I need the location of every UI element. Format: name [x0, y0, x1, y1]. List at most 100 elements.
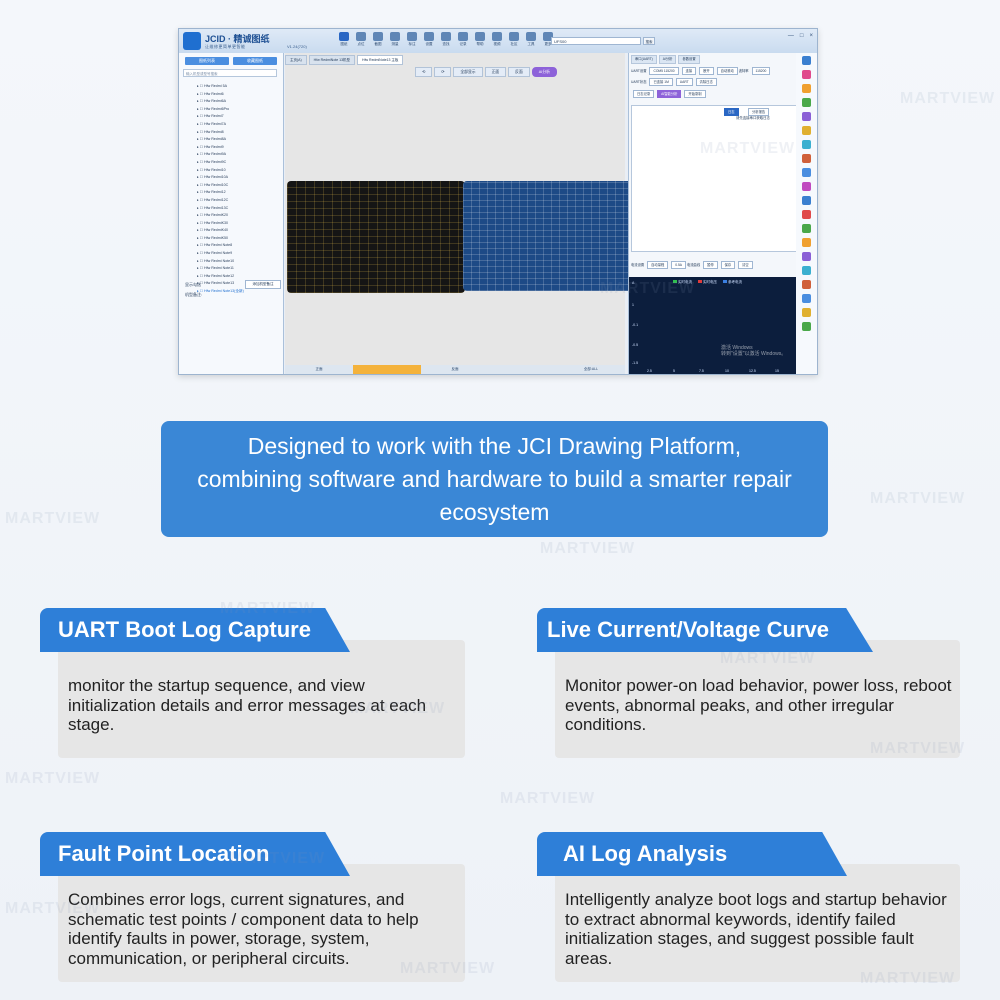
- tab-model[interactable]: Hfw RedmiNote 13机型: [308, 55, 356, 65]
- tree-item[interactable]: ▸ ☐ Hfw Redmi Note10: [197, 258, 235, 263]
- auto-range-select[interactable]: 自动量程: [647, 261, 669, 269]
- sidebar-tool[interactable]: [796, 151, 817, 165]
- top-search-input[interactable]: UFS00: [551, 37, 641, 45]
- tree-item[interactable]: ▸ ☐ Hfw Redmi Note9: [197, 251, 233, 256]
- tree-item[interactable]: ▸ ☐ Hfw Redmi6: [197, 91, 224, 96]
- sidebar-tool[interactable]: [796, 291, 817, 305]
- range-select[interactable]: 0.5A: [671, 261, 687, 269]
- tree-item[interactable]: ▸ ☐ Hfw Redmi Note8: [197, 243, 233, 248]
- top-search-button[interactable]: 搜索: [643, 37, 655, 45]
- tree-item[interactable]: ▸ ☐ Hfw Redmi Note12: [197, 273, 235, 278]
- minimize-button[interactable]: —: [787, 33, 794, 39]
- log-record-button[interactable]: 日志记录: [633, 90, 655, 98]
- tree-item[interactable]: ▸ ☐ Hfw Redmi10A: [197, 175, 228, 180]
- sidebar-tool[interactable]: [796, 305, 817, 319]
- toolbar-point-button[interactable]: 点位: [354, 32, 368, 47]
- sidebar-tool[interactable]: [796, 137, 817, 151]
- tree-item[interactable]: ▸ ☐ Hfw RedmiK40: [197, 228, 228, 233]
- log-output[interactable]: 日志 分析报告 请先连接串口获取日志: [631, 105, 797, 252]
- toolbar-video-button[interactable]: 视频: [490, 32, 504, 47]
- status-front[interactable]: 正面: [315, 367, 323, 371]
- tree-item[interactable]: ▸ ☐ Hfw RedmiK30: [197, 220, 228, 225]
- tree-item[interactable]: ▸ ☐ Hfw Redmi8A: [197, 137, 226, 142]
- tree-item[interactable]: ▸ ☐ Hfw Redmi6A: [197, 99, 226, 104]
- tab-report[interactable]: 分析报告: [748, 108, 770, 116]
- tree-item[interactable]: ▸ ☐ Hfw Redmi10: [197, 167, 226, 172]
- tab-uart[interactable]: 串口(UART): [631, 55, 657, 64]
- toolbar-screenshot-button[interactable]: 截图: [371, 32, 385, 47]
- add-note-button[interactable]: 添加机型备注: [245, 280, 281, 289]
- rotate-right-button[interactable]: ⟳: [434, 67, 452, 77]
- rotate-left-button[interactable]: ⟲: [415, 67, 433, 77]
- sidebar-tool[interactable]: [796, 235, 817, 249]
- sidebar-tool[interactable]: [796, 207, 817, 221]
- clear-log-button[interactable]: 清除日志: [695, 78, 717, 86]
- tree-item[interactable]: ▸ ☐ Hfw Redmi12C: [197, 197, 229, 202]
- tab-log[interactable]: 日志: [724, 108, 739, 116]
- tree-item[interactable]: ▸ ☐ Hfw Redmi13C: [197, 205, 229, 210]
- auto-scroll-toggle[interactable]: 自动滚动: [716, 67, 738, 75]
- sidebar-tool[interactable]: [796, 193, 817, 207]
- sidebar-tool[interactable]: [796, 263, 817, 277]
- clear-chart-button[interactable]: 清空: [738, 261, 753, 269]
- blueprint-list-button[interactable]: 图纸列表: [185, 57, 229, 65]
- sidebar-tool[interactable]: [796, 67, 817, 81]
- sidebar-tool[interactable]: [796, 179, 817, 193]
- status-all[interactable]: 全部:ALL: [583, 367, 599, 371]
- sidebar-tool[interactable]: [796, 319, 817, 333]
- toolbar-blueprint-button[interactable]: 图纸: [337, 32, 351, 47]
- tree-item[interactable]: ▸ ☐ Hfw Redmi12: [197, 190, 226, 195]
- toolbar-help-button[interactable]: 帮助: [473, 32, 487, 47]
- tree-item[interactable]: ▸ ☐ Hfw Redmi9A: [197, 152, 226, 157]
- tree-item[interactable]: ▸ ☐ Hfw RedmiK50: [197, 235, 228, 240]
- sidebar-tool[interactable]: [796, 221, 817, 235]
- sidebar-tool[interactable]: [796, 81, 817, 95]
- favorites-button[interactable]: 收藏图纸: [233, 57, 277, 65]
- current-voltage-chart[interactable]: 实时电流 实时电压 参考电流 A 1 -0.1 -0.5 -1.5 2.5 5 …: [629, 277, 797, 374]
- sidebar-tool[interactable]: [796, 277, 817, 291]
- status-front-active[interactable]: [353, 365, 421, 374]
- pcb-board-back[interactable]: [463, 181, 633, 291]
- tree-item[interactable]: ▸ ☐ Hfw Redmi7: [197, 114, 224, 119]
- com-port-select[interactable]: COM5 115200: [649, 67, 679, 75]
- tree-item[interactable]: ▸ ☐ Hfw Redmi8: [197, 129, 224, 134]
- sidebar-tool[interactable]: [796, 123, 817, 137]
- ai-analysis-button[interactable]: AI分析: [531, 67, 557, 77]
- sidebar-tool[interactable]: [796, 95, 817, 109]
- tree-item[interactable]: ▸ ☐ Hfw Redmi10C: [197, 182, 229, 187]
- sidebar-tool[interactable]: [796, 249, 817, 263]
- toolbar-record-button[interactable]: 记录: [456, 32, 470, 47]
- pause-button[interactable]: 暂停: [703, 261, 718, 269]
- tree-item[interactable]: ▸ ☐ Hfw Redmi7A: [197, 121, 226, 126]
- toolbar-annotate-button[interactable]: 标注: [405, 32, 419, 47]
- sidebar-tool[interactable]: [796, 53, 817, 67]
- uart-mode-select[interactable]: UART: [675, 78, 693, 86]
- pcb-board-front[interactable]: [287, 181, 465, 293]
- baud-select[interactable]: 115200: [751, 67, 771, 75]
- toolbar-measure-button[interactable]: 测量: [388, 32, 402, 47]
- disconnect-button[interactable]: 断开: [699, 67, 714, 75]
- tree-item[interactable]: ▸ ☐ Hfw Redmi9C: [197, 159, 227, 164]
- tab-board[interactable]: Hfw RedmiNote13 主板: [357, 55, 404, 65]
- show-checked-toggle[interactable]: 显示勾选: [185, 282, 201, 287]
- maximize-button[interactable]: □: [799, 33, 804, 39]
- tab-params[interactable]: 参数设置: [678, 55, 700, 64]
- connect-button[interactable]: 连接: [681, 67, 697, 75]
- show-all-button[interactable]: 全部显示: [453, 67, 483, 77]
- front-side-button[interactable]: 正面: [484, 67, 507, 77]
- sidebar-tool[interactable]: [796, 165, 817, 179]
- close-button[interactable]: ×: [809, 33, 813, 39]
- toolbar-more-button[interactable]: 更多: [541, 32, 555, 47]
- model-search-input[interactable]: 输入机型或型号搜索: [183, 69, 277, 77]
- tree-item[interactable]: ▸ ☐ Hfw Redmi9: [197, 144, 224, 149]
- sidebar-tool[interactable]: [796, 109, 817, 123]
- toolbar-find-button[interactable]: 查找: [439, 32, 453, 47]
- tab-home[interactable]: 主页(A): [285, 55, 307, 65]
- save-button[interactable]: 保存: [720, 261, 736, 269]
- tree-item[interactable]: ▸ ☐ Hfw Redmi 5A: [197, 84, 227, 88]
- tree-item[interactable]: ▸ ☐ Hfw Redmi Note13(全新): [197, 289, 244, 294]
- tree-item[interactable]: ▸ ☐ Hfw Redmi Note11: [197, 266, 234, 271]
- ai-smart-analysis-button[interactable]: AI智能分析: [657, 90, 682, 98]
- toolbar-settings-button[interactable]: 设置: [422, 32, 436, 47]
- tree-item[interactable]: ▸ ☐ Hfw Redmi Note13: [197, 281, 235, 286]
